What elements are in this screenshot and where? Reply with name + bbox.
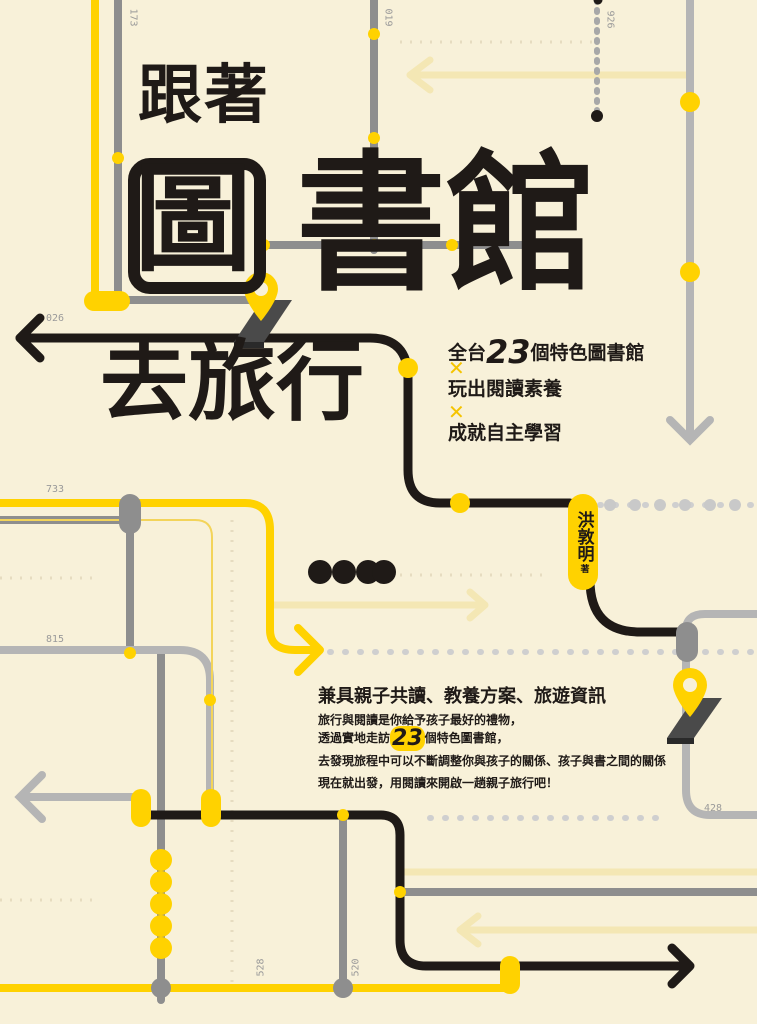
route-label-173: 173 [127, 8, 139, 27]
route-label-926: 926 [604, 10, 616, 29]
dotted-gray-routes [327, 502, 757, 821]
subtitle-separator-1: ✕ [448, 356, 465, 380]
author-role: 著 [578, 564, 589, 573]
title-line-1: 跟著 [138, 59, 270, 133]
description-headline: 兼具親子共讀、教養方案、旅遊資訊 [318, 686, 606, 707]
dotted-guide-lines [0, 40, 600, 1000]
route-label-428: 428 [704, 803, 723, 814]
light-gray-dots [604, 499, 741, 511]
title-boxed-char: 圖 [134, 150, 253, 288]
route-label-528: 528 [255, 958, 267, 977]
description-line-1: 旅行與閱讀是你給予孩子最好的禮物， [318, 713, 523, 727]
route-label-026: 026 [46, 313, 65, 324]
subtitle-line-1: 全台23個特色圖書館 [448, 336, 645, 368]
description-line-2-suffix: 個特色圖書館， [424, 731, 509, 745]
description-line-4: 現在就出發，用閱讀來開啟一趟親子旅行吧！ [318, 776, 559, 790]
route-label-815: 815 [46, 634, 65, 645]
route-label-733: 733 [46, 484, 65, 495]
title-line-3: 去旅行 [100, 330, 365, 433]
title-boxed-frame [128, 158, 266, 294]
description-line-2-prefix: 透過實地走訪 [318, 731, 391, 745]
title-line-2: 書館 [296, 138, 597, 312]
route-label-520: 520 [350, 958, 362, 977]
book-location-pin-icon-2 [667, 668, 722, 744]
subtitle-suffix: 個特色圖書館 [530, 342, 645, 364]
yellow-capsules [84, 291, 520, 994]
faint-arrows [266, 56, 757, 948]
author-name: 洪敦明 [573, 511, 594, 562]
gray-stations [119, 494, 698, 998]
description-line-3: 去發現旅程中可以不斷調整你與孩子的關係、孩子與書之間的關係 [318, 754, 667, 768]
subtitle-separator-2: ✕ [448, 400, 465, 424]
route-label-019: 019 [382, 8, 394, 27]
yellow-stations [112, 28, 700, 959]
subtitle-number: 23 [486, 333, 531, 371]
subtitle-line-2: 玩出閱讀素養 [448, 378, 563, 400]
yellow-lines [0, 0, 514, 992]
thin-yellow-line [0, 519, 213, 800]
description-number: 23 [390, 726, 425, 751]
author-badge: 洪敦明著 [568, 494, 598, 590]
subtitle-line-3: 成就自主學習 [448, 422, 563, 444]
subtitle-prefix: 全台 [448, 342, 487, 364]
black-dots [308, 110, 603, 584]
